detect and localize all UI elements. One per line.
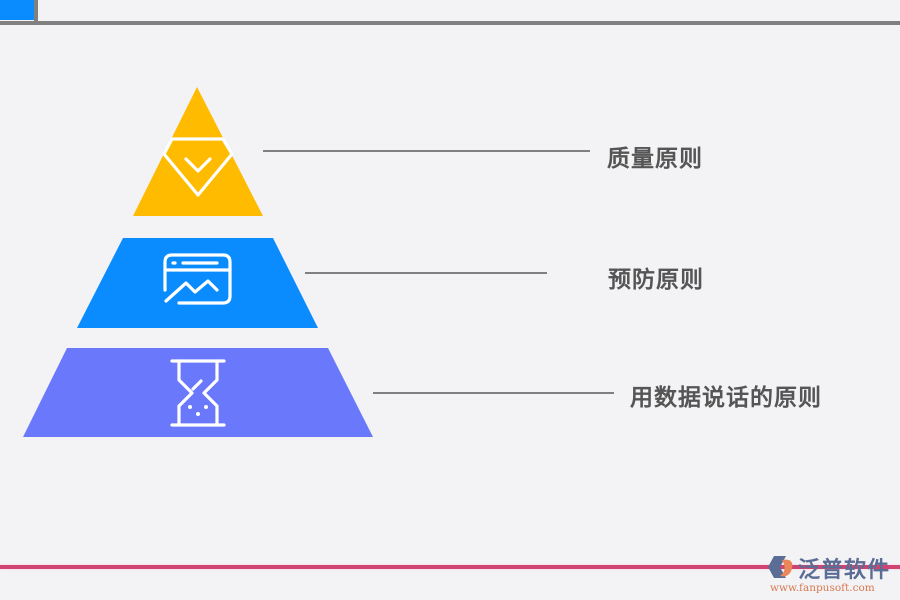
watermark-logo: 泛普软件 www.fanpusoft.com	[768, 552, 898, 596]
watermark-name: 泛普软件	[798, 558, 891, 583]
hourglass-icon	[170, 359, 226, 427]
level-label-3: 用数据说话的原则	[630, 384, 822, 411]
pyramid-level-3	[23, 348, 373, 437]
hourglass-sand-dots	[188, 405, 208, 416]
level-label-1: 质量原则	[607, 145, 703, 172]
top-divider	[0, 21, 900, 25]
chart-window-icon	[163, 253, 232, 305]
top-accent-block	[0, 0, 34, 20]
fanpu-logo-icon	[768, 556, 793, 578]
top-accent-edge	[34, 0, 38, 22]
watermark-url: www.fanpusoft.com	[770, 582, 875, 594]
bottom-divider	[0, 565, 900, 569]
pyramid-level-2	[77, 238, 318, 328]
pyramid-level-1	[133, 87, 263, 216]
level-label-2: 预防原则	[608, 266, 704, 293]
connector-line-2	[305, 272, 547, 274]
connector-line-1	[263, 150, 590, 152]
connector-line-3	[373, 392, 614, 394]
diamond-check-icon	[162, 137, 234, 197]
